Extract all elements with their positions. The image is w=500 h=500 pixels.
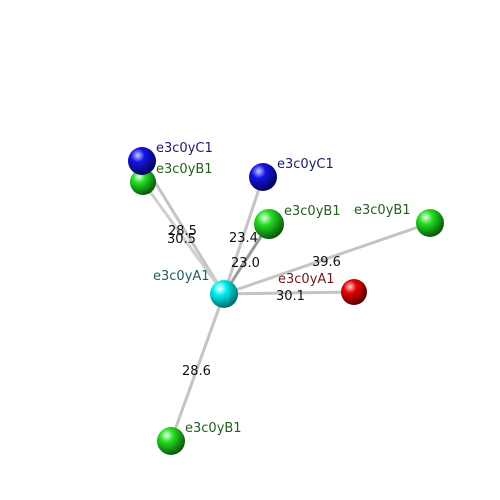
atom-green-mid[interactable] bbox=[254, 209, 284, 239]
atom-green-bottom[interactable] bbox=[157, 427, 185, 455]
atom-label-green-mid: e3c0yB1 bbox=[284, 204, 341, 219]
atom-labels: e3c0yC1 e3c0yB1 e3c0yC1 e3c0yB1 e3c0yB1 … bbox=[153, 141, 411, 436]
atom-red-right[interactable] bbox=[341, 279, 367, 305]
atom-label-green-bottom: e3c0yB1 bbox=[185, 421, 242, 436]
distance-label: 30.1 bbox=[276, 289, 305, 304]
atom-label-blue-left: e3c0yC1 bbox=[156, 141, 213, 156]
atom-blue-mid[interactable] bbox=[249, 163, 277, 191]
bond-red-right bbox=[223, 290, 355, 296]
atom-green-left[interactable] bbox=[130, 169, 156, 195]
distance-labels: 28.5 30.5 23.0 23.4 39.6 30.1 28.6 bbox=[167, 224, 341, 379]
distance-label: 28.5 bbox=[168, 224, 197, 239]
distance-label: 23.4 bbox=[229, 231, 258, 246]
atoms bbox=[128, 147, 444, 455]
bond-green-right bbox=[223, 221, 431, 296]
atom-center[interactable] bbox=[210, 280, 238, 308]
distance-label: 23.0 bbox=[231, 256, 260, 271]
distance-label: 39.6 bbox=[312, 255, 341, 270]
atom-blue-left[interactable] bbox=[128, 147, 156, 175]
atom-label-red-right: e3c0yA1 bbox=[278, 272, 335, 287]
bond-green-left bbox=[141, 181, 226, 295]
atom-label-center: e3c0yA1 bbox=[153, 269, 210, 284]
bond-blue-mid bbox=[222, 176, 265, 295]
atom-label-green-left: e3c0yB1 bbox=[156, 162, 213, 177]
bond-green-bottom bbox=[169, 293, 226, 442]
distance-label: 28.6 bbox=[182, 364, 211, 379]
atom-label-blue-mid: e3c0yC1 bbox=[277, 157, 334, 172]
atom-label-green-right: e3c0yB1 bbox=[354, 203, 411, 218]
atom-green-right[interactable] bbox=[416, 209, 444, 237]
distance-label: 30.5 bbox=[167, 232, 196, 247]
